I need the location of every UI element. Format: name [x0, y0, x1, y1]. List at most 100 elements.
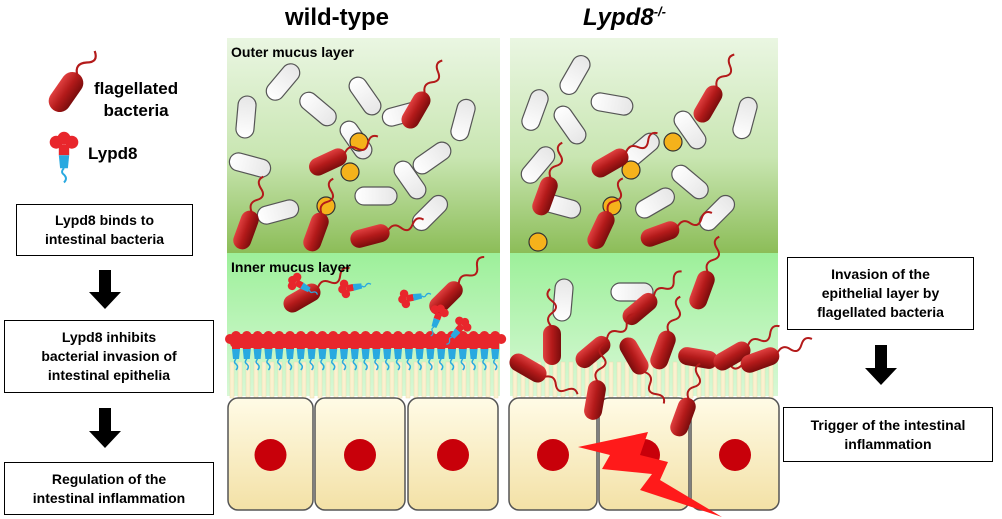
- microvillus: [381, 361, 387, 399]
- microvillus: [389, 361, 395, 399]
- microvillus: [437, 361, 443, 399]
- flagellated-bacterium: [575, 313, 635, 369]
- flagellated-bacterium: [283, 266, 350, 313]
- microvillus: [672, 361, 678, 399]
- microvillus: [229, 361, 235, 399]
- flagellated-bacterium: [303, 177, 335, 252]
- microvillus: [560, 361, 566, 399]
- microvillus: [445, 361, 451, 399]
- flagellated-bacteria: [233, 53, 813, 437]
- commensal-bacterium: [553, 105, 587, 145]
- microvillus: [325, 361, 331, 399]
- flow-box-trigger: Trigger of the intestinal inflammation: [783, 407, 993, 462]
- flagellated-bacterium: [309, 134, 379, 176]
- flagellated-bacterium: [619, 337, 666, 404]
- particle: [621, 160, 641, 180]
- nucleus: [254, 439, 287, 471]
- commensal-bacterium: [698, 194, 736, 232]
- legend-lypd8-icon: [49, 131, 79, 184]
- lypd8-molecule: [484, 331, 507, 371]
- commensal-bacterium: [228, 152, 272, 178]
- commensal-bacterium: [450, 98, 476, 142]
- flow-box-invasion: Invasion of the epithelial layer by flag…: [787, 257, 974, 330]
- commensal-bacterium: [348, 76, 382, 116]
- microvillus: [680, 361, 686, 399]
- commensal-bacterium: [354, 186, 398, 206]
- wild-type-title: wild-type: [285, 4, 390, 31]
- flagellated-bacterium: [740, 337, 813, 373]
- nucleus: [719, 439, 751, 471]
- lypd8-molecule: [430, 304, 449, 337]
- flagellated-bacterium: [650, 295, 682, 370]
- lypd8-molecule: [49, 131, 79, 184]
- flagellated-bacterium: [693, 53, 735, 123]
- particle: [340, 162, 360, 182]
- lypd8-molecule: [473, 331, 496, 371]
- commensal-bacterium: [590, 92, 634, 116]
- nucleus: [537, 439, 569, 471]
- commensal-bacterium: [521, 89, 549, 131]
- arrow-down-icon: [865, 345, 897, 385]
- knockout-title-sup: -/-: [653, 4, 666, 19]
- commensal-bacterium: [393, 160, 427, 200]
- microvillus: [405, 361, 411, 399]
- microvillus: [421, 361, 427, 399]
- particle: [663, 132, 683, 152]
- commensal-bacterium: [673, 110, 707, 150]
- commensal-bacterium: [412, 141, 452, 175]
- flagellated-bacterium: [689, 235, 721, 310]
- flagellated-bacterium: [640, 211, 713, 247]
- microvillus: [768, 361, 774, 399]
- epithelial-cells: [227, 397, 780, 511]
- microvillus: [309, 361, 315, 399]
- microvillus: [349, 361, 355, 399]
- commensal-bacterium: [552, 278, 574, 322]
- epithelial-cell: [508, 397, 598, 511]
- nucleus: [344, 439, 376, 471]
- flagellated-bacterium: [622, 270, 682, 326]
- flow-box-inhibits: Lypd8 inhibits bacterial invasion of int…: [4, 320, 214, 393]
- commensal-bacterium: [732, 96, 758, 140]
- outer-mucus-label: Outer mucus layer: [231, 44, 354, 60]
- microvillus: [237, 361, 243, 399]
- commensal-bacterium: [235, 95, 257, 139]
- microvillus: [688, 361, 694, 399]
- inner-mucus-label: Inner mucus layer: [231, 259, 351, 275]
- flagellated-bacterium: [670, 362, 702, 437]
- legend-bacteria-label: flagellated bacteria: [94, 79, 179, 120]
- flagellated-bacterium: [350, 217, 425, 248]
- legend-bacteria-icon: [48, 50, 97, 113]
- microvillus: [285, 361, 291, 399]
- epithelial-cell: [314, 397, 406, 511]
- microvillus: [293, 361, 299, 399]
- lypd8-molecule: [338, 279, 372, 299]
- microvillus: [477, 361, 483, 399]
- inflammation-lightning-icon: [578, 432, 722, 517]
- microvillus: [608, 361, 614, 399]
- microvillus: [664, 361, 670, 399]
- nucleus: [437, 439, 469, 471]
- flow-box-regulation: Regulation of the intestinal inflammatio…: [4, 462, 214, 515]
- flagellated-bacterium: [532, 141, 564, 216]
- microvillus: [453, 361, 459, 399]
- microvillus: [253, 361, 259, 399]
- microvillus: [413, 361, 419, 399]
- microvillus: [397, 361, 403, 399]
- flow-box-binds: Lypd8 binds to intestinal bacteria: [16, 204, 193, 256]
- flagellated-bacterium: [584, 343, 607, 420]
- lypd8-molecule: [398, 289, 432, 309]
- commensal-bacterium: [265, 63, 301, 101]
- legend-lypd8-label: Lypd8: [88, 144, 138, 163]
- microvillus: [357, 361, 363, 399]
- commensal-bacterium: [411, 194, 449, 232]
- knockout-title-base: Lypd8: [583, 4, 654, 31]
- knockout-title: Lypd8-/-: [583, 4, 666, 32]
- flagellated-bacterium: [233, 175, 265, 250]
- commensal-bacterium: [671, 164, 709, 200]
- particle: [528, 232, 548, 252]
- lypd8-bound: [287, 272, 472, 345]
- arrow-down-icon: [89, 408, 121, 448]
- microvillus: [469, 361, 475, 399]
